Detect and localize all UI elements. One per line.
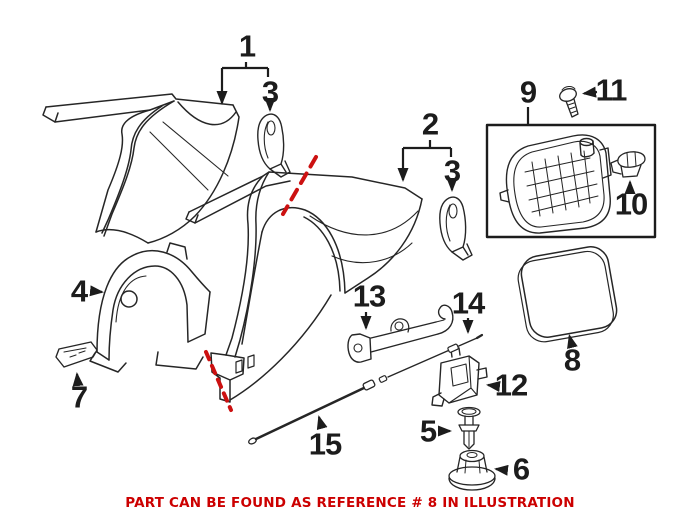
- callout-15: 15: [308, 426, 342, 462]
- callout-11: 11: [595, 72, 628, 108]
- callout-5: 5: [419, 413, 437, 449]
- callout-1: 1: [238, 28, 256, 64]
- reference-note: PART CAN BE FOUND AS REFERENCE # 8 IN IL…: [125, 495, 575, 511]
- callout-6: 6: [512, 451, 530, 487]
- quarter-panel-1-drawing: [42, 93, 240, 244]
- sill-strip-drawing: [55, 341, 98, 368]
- callout-7: 7: [70, 379, 88, 415]
- clip-10-drawing: [610, 151, 646, 178]
- callout-10: 10: [614, 186, 648, 222]
- callout-4: 4: [70, 273, 88, 309]
- wheel-arch-liner-drawing: [89, 242, 211, 373]
- grommet-6-drawing: [448, 449, 496, 491]
- section-highlight-dashes: [204, 155, 318, 412]
- callout-8: 8: [563, 342, 581, 378]
- fuel-filler-housing-drawing: [499, 134, 612, 234]
- callout-3b: 3: [443, 153, 461, 189]
- callout-14: 14: [451, 285, 485, 321]
- callout-12: 12: [494, 367, 528, 403]
- callout-2: 2: [421, 106, 439, 142]
- screw-11-drawing: [559, 86, 579, 118]
- bracket-3-drawing: [257, 113, 291, 178]
- callout-3a: 3: [261, 74, 279, 110]
- bracket-3b-drawing: [439, 196, 473, 261]
- callout-9: 9: [519, 74, 537, 110]
- fuel-door-drawing: [517, 246, 618, 343]
- quarter-panel-2-drawing: [185, 171, 423, 403]
- release-cable-drawing: [248, 333, 484, 445]
- callout-leaders: [72, 62, 636, 476]
- bracket-13-drawing: [347, 304, 454, 363]
- rivet-5-drawing: [457, 406, 481, 450]
- actuator-12-drawing: [431, 347, 488, 407]
- callout-13: 13: [352, 278, 386, 314]
- fuel-filler-housing-box: [485, 123, 657, 239]
